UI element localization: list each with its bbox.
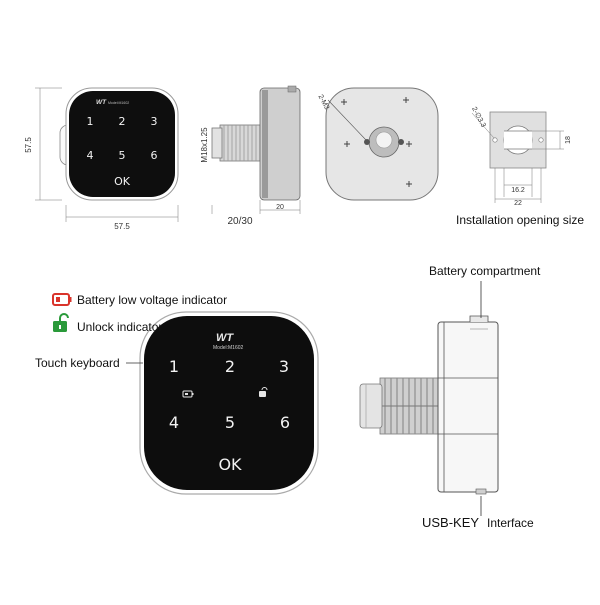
usb-key-label: USB-KEY	[422, 515, 479, 530]
front-width-dim: 57.5	[114, 222, 130, 231]
bottom-panel: WT Model:M1602 1 2 3 4 5 6 OK	[139, 311, 319, 495]
panel-key-ok: OK	[218, 455, 242, 474]
panel-battery-icon	[182, 390, 194, 398]
panel-model: Model:M1602	[213, 345, 244, 351]
front-view: WT Model:M1602 1 2 3 4 5 6 OK	[35, 87, 179, 222]
panel-key-1: 1	[169, 357, 179, 376]
panel-key-4: 4	[169, 413, 179, 432]
battery-low-icon	[52, 293, 72, 306]
front-key-5: 5	[119, 149, 126, 162]
side-view	[211, 85, 301, 214]
touch-keyboard-label: Touch keyboard	[35, 356, 120, 370]
front-key-1: 1	[87, 115, 94, 128]
unlock-icon	[53, 313, 69, 332]
opening-view	[471, 111, 564, 203]
front-key-2: 2	[119, 115, 126, 128]
panel-key-3: 3	[279, 357, 289, 376]
opening-outer-width-dim: 22	[514, 200, 522, 207]
length-dim: 20/30	[227, 216, 252, 227]
interface-label: Interface	[487, 516, 534, 530]
panel-key-6: 6	[280, 413, 290, 432]
battery-low-label: Battery low voltage indicator	[77, 293, 227, 307]
front-key-6: 6	[151, 149, 158, 162]
panel-unlock-icon	[259, 387, 268, 397]
screw-dim: 2-M3	[316, 94, 330, 111]
unlock-label: Unlock indicator	[77, 320, 162, 334]
front-key-ok: OK	[114, 175, 131, 188]
thread-dim: M18x1.25	[200, 127, 209, 163]
hole-dim: 2-∅3.3	[470, 106, 487, 129]
depth-dim: 20	[276, 204, 284, 211]
panel-key-5: 5	[225, 413, 235, 432]
panel-key-2: 2	[225, 357, 235, 376]
bottom-side-view	[359, 315, 499, 495]
back-view	[325, 87, 439, 201]
front-height-dim: 57.5	[24, 137, 33, 153]
front-model: Model:M1602	[108, 101, 129, 105]
opening-inner-width-dim: 16.2	[511, 187, 525, 194]
front-key-4: 4	[87, 149, 94, 162]
panel-brand: WT	[216, 332, 234, 344]
opening-height-dim: 18	[565, 136, 572, 144]
opening-caption: Installation opening size	[456, 213, 585, 227]
front-key-3: 3	[151, 115, 158, 128]
front-brand: WT	[96, 99, 107, 106]
battery-compartment-label: Battery compartment	[429, 264, 541, 278]
